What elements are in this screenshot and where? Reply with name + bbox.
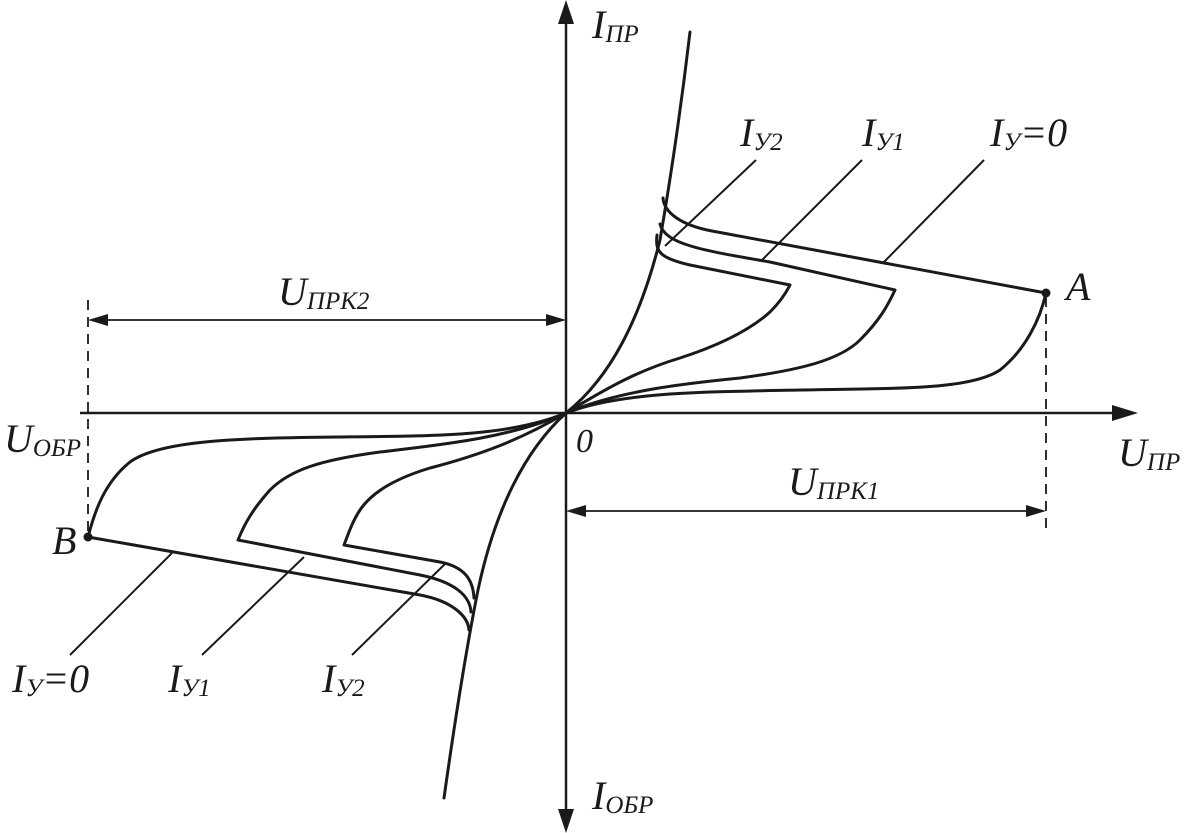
label-u-prk1: UПРК1: [788, 459, 879, 505]
leader-bottom-iy2: [351, 562, 447, 656]
leader-top-iy2: [664, 159, 757, 247]
forward-curve-iy2: [564, 233, 792, 415]
axes: [80, 0, 1138, 833]
reverse-curve-iy2: [342, 411, 568, 600]
label-i-obr: IОБР: [591, 773, 653, 819]
label-u-pr: UПР: [1118, 430, 1180, 476]
label-bottom-iy0: IУ=0: [11, 656, 89, 702]
horizontal-axis-arrowhead: [1112, 405, 1138, 421]
label-i-pr: IПР: [591, 2, 639, 48]
label-top-iy2: IУ2: [739, 110, 783, 156]
label-u-obr: UОБР: [4, 416, 81, 462]
vertical-axis-arrowhead-top: [558, 0, 574, 24]
uprk2-arrow-left: [88, 314, 108, 326]
dimension-uprk1: [566, 505, 1046, 517]
label-bottom-iy2: IУ2: [321, 656, 365, 702]
reverse-curve-iy0: [86, 411, 568, 632]
point-b-marker: [83, 532, 93, 542]
forward-curve-open: [564, 30, 692, 415]
label-top-iy1: IУ1: [861, 110, 905, 156]
leader-bottom-iy0: [69, 552, 173, 656]
forward-branch: [564, 30, 1048, 415]
reverse-curve-open: [442, 411, 568, 800]
label-u-prk2: UПРК2: [278, 269, 369, 315]
leader-bottom-iy1: [201, 556, 305, 656]
forward-curve-iy0: [564, 196, 1048, 415]
reverse-curve-iy1: [236, 411, 568, 614]
leader-top-iy1: [761, 159, 863, 261]
dimension-uprk2: [88, 314, 566, 326]
point-a-marker: [1041, 288, 1051, 298]
label-point-a: A: [1063, 264, 1091, 309]
vertical-axis-arrowhead-bottom: [558, 809, 574, 833]
label-bottom-iy1: IУ1: [167, 656, 211, 702]
label-origin: 0: [576, 423, 593, 460]
uprk1-arrow-left: [566, 505, 586, 517]
forward-curve-iy1: [564, 222, 897, 415]
reverse-branch: [86, 411, 568, 800]
label-point-b: B: [52, 518, 76, 563]
leader-top-iy0: [883, 159, 985, 263]
label-top-iy0: IУ=0: [989, 110, 1067, 156]
uprk1-arrow-right: [1026, 505, 1046, 517]
uprk2-arrow-right: [546, 314, 566, 326]
